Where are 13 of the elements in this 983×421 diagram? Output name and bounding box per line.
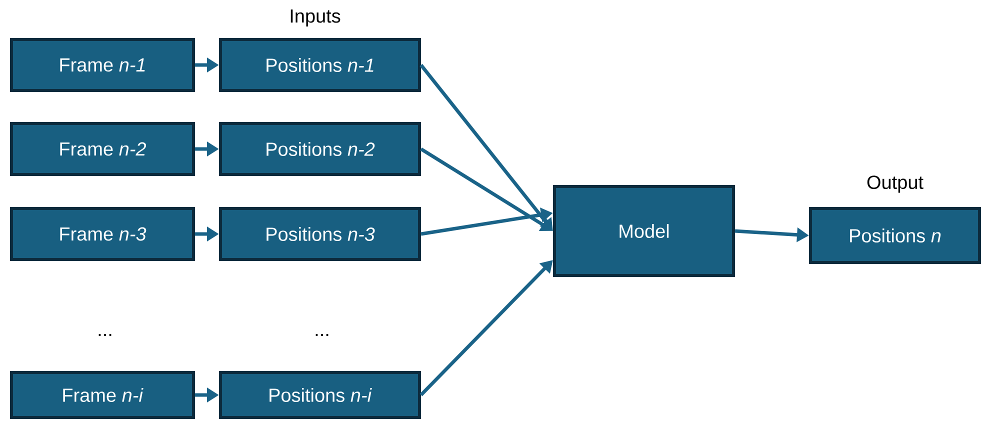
heading-label: Output bbox=[867, 176, 924, 193]
process-box: Positions n-3 bbox=[219, 207, 421, 261]
model-box: Model bbox=[553, 185, 735, 277]
process-box: Positions n-i bbox=[219, 371, 421, 419]
process-box: Frame n-2 bbox=[10, 122, 195, 176]
process-box: Positions n-1 bbox=[219, 38, 421, 92]
process-box: Frame n-i bbox=[10, 371, 195, 419]
process-box: Frame n-3 bbox=[10, 207, 195, 261]
ellipsis-label: ... bbox=[98, 334, 112, 336]
ellipsis-label: ... bbox=[316, 334, 328, 336]
process-box: Positions n-2 bbox=[219, 122, 421, 176]
process-box: Positions n bbox=[809, 207, 981, 264]
process-box: Frame n-1 bbox=[10, 38, 195, 92]
